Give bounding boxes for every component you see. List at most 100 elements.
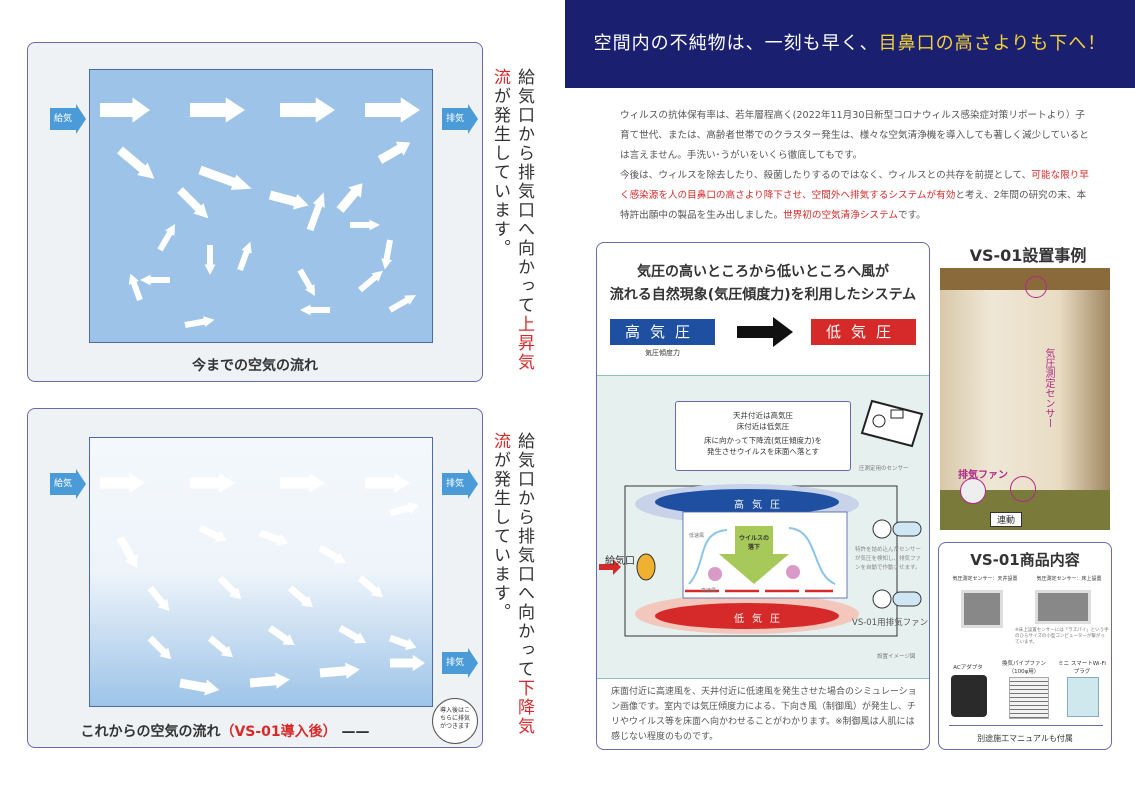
airflow-arrow (140, 274, 170, 286)
install-example-title: VS-01設置事例 (969, 246, 1087, 265)
product-label: ACアダプタ (953, 665, 983, 671)
airflow-arrow (287, 585, 313, 608)
airflow-arrow (190, 97, 245, 123)
airflow-arrow (280, 97, 335, 123)
intro-paragraph: ウィルスの抗体保有率は、若年層程高く(2022年11月30日新型コロナウィルス感… (620, 110, 1089, 221)
airflow-arrow (338, 624, 366, 644)
product-image-fan (1009, 677, 1049, 719)
airflow-arrow (358, 270, 383, 293)
fan-label: VS-01用排気ファン (852, 618, 929, 628)
header-banner: 空間内の不純物は、一刻も早く、目鼻口の高さよりも下へ！ (565, 0, 1135, 88)
fast-wind-label: 高速風 (701, 588, 717, 594)
product-label: ミニ スマートWi-Fi プラグ (1058, 661, 1106, 675)
airflow-arrow (381, 239, 393, 270)
airflow-arrow (237, 241, 252, 272)
sensor-label: 気圧測定センサー (1043, 348, 1054, 428)
supply-port-label: 給気口 (605, 556, 635, 567)
supply-tag: 給気 (50, 469, 86, 499)
low-pressure-label: 低気圧 (811, 319, 916, 345)
airflow-arrow (184, 316, 215, 328)
room-diagram (89, 69, 433, 343)
airflow-arrow (390, 654, 425, 672)
airflow-arrow (297, 268, 315, 296)
airflow-arrow (388, 634, 417, 651)
slow-wind-label: 低速風 (689, 533, 705, 539)
product-label: 気圧測定センサー：天井設置 (952, 576, 1018, 582)
exhaust-callout: 導入後はこちらに排気がつきます (432, 698, 478, 744)
fan-label: 排気ファン (958, 470, 1008, 481)
airflow-arrow (267, 625, 295, 646)
airflow-arrows-down (100, 473, 425, 696)
airflow-arrow (388, 295, 416, 313)
airflow-arrow (350, 219, 380, 231)
image-note: 設置イメージ図 (877, 654, 916, 660)
airflow-arrow (389, 501, 419, 517)
panel-caption: これからの空気の流れ（VS-01導入後） —— (80, 724, 370, 740)
exhaust-tag: 排気 (442, 469, 478, 499)
exhaust-tag-lower: 排気 (442, 648, 478, 678)
product-image-wifi-plug (1067, 677, 1099, 717)
system-box: 気圧の高いところから低いところへ風が流れる自然現象(気圧傾度力)を利用したシステ… (596, 242, 930, 750)
fan-note: 特許を詰め込んだセンサーが気圧を検知し、排気ファンを自動で作動させます。 (855, 547, 922, 571)
airflow-arrow (179, 678, 220, 696)
install-photo: 気圧測定センサー 排気ファン 連動 (940, 268, 1110, 530)
airflow-arrow (100, 97, 150, 123)
airflow-arrow (204, 245, 216, 275)
virus-drop-label: ウイルスの落下 (738, 535, 769, 551)
new-airflow-panel: 給気 排気 排気 これからの空気の流れ（VS-01導入後） —— 導入後はこちら… (27, 408, 483, 748)
products-title: VS-01商品内容 (970, 551, 1080, 569)
high-pressure-zone: 高気圧 (734, 500, 788, 511)
link-label: 連動 (990, 512, 1023, 527)
airflow-arrow (300, 304, 330, 316)
product-label: 換気パイプファン（100φ用） (1001, 661, 1046, 675)
airflow-arrow (147, 585, 170, 611)
simulation-description: 床面付近に高速風を、天井付近に低速風を発生させた場合のシミュレーション画像です。… (611, 687, 917, 742)
force-label: 気圧傾度力 (645, 349, 680, 357)
airflow-arrow (217, 575, 242, 600)
sensor-label: 圧測定用のセンサー (859, 466, 909, 472)
panel2-vertical-text: 給気口から排気口へ向かって下降気流が発生しています。 (490, 432, 534, 736)
product-image-ceiling-sensor (961, 590, 1003, 628)
airflow-arrow (318, 544, 346, 564)
room-diagram (89, 437, 433, 707)
high-pressure-label: 高気圧 (610, 319, 715, 345)
low-pressure-zone: 低気圧 (734, 614, 788, 625)
airflow-arrow (100, 473, 145, 493)
exhaust-tag: 排気 (442, 104, 478, 134)
diagram-area: 天井付近は高気圧床付近は低気圧床に向かって下降流(気圧傾度力)を発生させウイルス… (597, 375, 929, 679)
airflow-arrow (207, 635, 233, 658)
arrow-right-icon (737, 317, 793, 347)
airflow-arrow (336, 183, 363, 213)
airflow-arrow (128, 273, 143, 302)
airflow-arrow (116, 536, 138, 569)
panel-caption: 今までの空気の流れ (192, 358, 318, 374)
airflow-arrow (157, 224, 175, 252)
airflow-arrows-up (100, 97, 420, 328)
airflow-arrow (117, 146, 155, 179)
product-label: 気圧測定センサー：床上設置 (1036, 576, 1102, 582)
airflow-arrow (365, 473, 410, 493)
product-image-floor-sensor (1035, 590, 1091, 624)
airflow-arrow (357, 575, 383, 598)
explanation-note: 天井付近は高気圧床付近は低気圧床に向かって下降流(気圧傾度力)を発生させウイルス… (675, 401, 851, 471)
airflow-arrow (306, 192, 325, 232)
system-title: 気圧の高いところから低いところへ風が流れる自然現象(気圧傾度力)を利用したシステ… (609, 264, 917, 303)
airflow-arrow (177, 187, 209, 219)
old-airflow-panel: 給気 排気 今までの空気の流れ (27, 42, 483, 382)
airflow-arrow (365, 97, 420, 123)
airflow-arrow (377, 141, 411, 164)
products-footer: 別途施工マニュアルも付属 (977, 734, 1073, 743)
airflow-arrow (319, 662, 360, 679)
room-pressure-diagram (599, 484, 922, 637)
airflow-arrow (198, 165, 252, 190)
airflow-arrow (147, 635, 172, 660)
airflow-arrow (280, 473, 325, 493)
controller-icon (860, 399, 924, 448)
panel1-vertical-text: 給気口から排気口へ向かって上昇気流が発生しています。 (490, 68, 534, 372)
airflow-arrow (198, 524, 228, 542)
supply-tag: 給気 (50, 104, 86, 134)
products-box: VS-01商品内容 気圧測定センサー：天井設置 気圧測定センサー：床上設置 ※床… (938, 542, 1112, 750)
airflow-arrow (249, 672, 290, 689)
airflow-arrow (268, 190, 309, 210)
product-note: ※床上設置センサーには「ラズパイ」という手のひらサイズの小型コンピューターが繋が… (1015, 628, 1109, 645)
